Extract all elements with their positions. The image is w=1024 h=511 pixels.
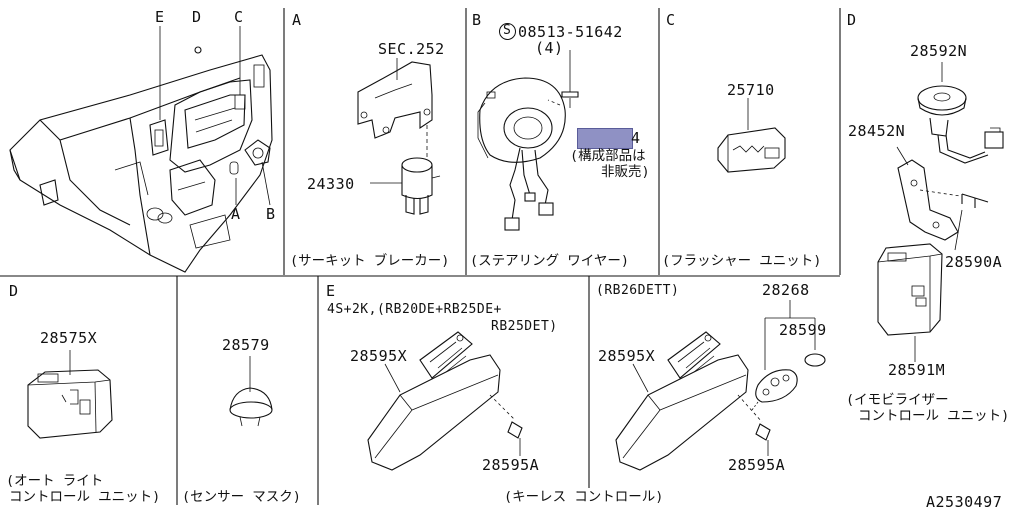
callout-a: A xyxy=(231,205,241,223)
keyless-unit-drawing-left xyxy=(367,331,523,471)
panel-b-letter: B xyxy=(472,11,482,29)
callout-c: C xyxy=(234,8,244,26)
panel-d2-caption-2: コントロール ユニット) xyxy=(9,489,161,505)
keyless-caption: (キーレス コントロール) xyxy=(504,489,664,505)
part-28268: 28268 xyxy=(762,281,810,299)
panel-a-caption: (サーキット ブレーカー) xyxy=(290,253,450,269)
panel-d-caption-2: コントロール ユニット) xyxy=(858,408,1010,424)
part-28595a-left: 28595A xyxy=(482,456,540,474)
part-28452n: 28452N xyxy=(848,122,906,140)
screw-part-number: 08513-51642 xyxy=(518,23,623,41)
part-28575x: 28575X xyxy=(40,329,98,347)
part-25710: 25710 xyxy=(727,81,775,99)
not-sold-note-1: (構成部品は xyxy=(570,148,646,164)
panel-c-letter: C xyxy=(666,11,676,29)
flasher-unit-drawing xyxy=(717,98,786,173)
sensor-caption: (センサー マスク) xyxy=(182,489,301,505)
circuit-breaker-drawing xyxy=(357,58,441,215)
panel-a-ref: SEC.252 xyxy=(378,40,445,58)
keyless-unit-drawing-right xyxy=(615,300,826,471)
panel-e-variant-1: 4S+2K,(RB20DE+RB25DE+ xyxy=(327,302,502,317)
panel-d-letter: D xyxy=(847,11,857,29)
part-28595x-left: 28595X xyxy=(350,347,408,365)
panel-c-caption: (フラッシャー ユニット) xyxy=(662,253,822,269)
part-28592n: 28592N xyxy=(910,42,968,60)
figure-id: A2530497 xyxy=(926,493,1003,511)
screw-symbol: S xyxy=(503,23,512,38)
panel-b-caption: (ステアリング ワイヤー) xyxy=(470,253,629,269)
part-24330: 24330 xyxy=(307,175,355,193)
part-28590a: 28590A xyxy=(945,253,1003,271)
hidden-part-suffix: 4 xyxy=(631,129,641,147)
auto-light-unit-drawing xyxy=(27,350,113,439)
part-28579: 28579 xyxy=(222,336,270,354)
part-28591m: 28591M xyxy=(888,361,946,379)
callout-d: D xyxy=(192,8,202,26)
callout-b: B xyxy=(266,205,276,223)
panel-d2-letter: D xyxy=(9,282,19,300)
panel-grid xyxy=(0,8,841,505)
immobilizer-drawing xyxy=(877,62,1004,362)
not-sold-note-2: 非販売) xyxy=(601,164,650,180)
dashboard-overview-drawing xyxy=(9,26,273,273)
panel-e2-variant: (RB26DETT) xyxy=(596,283,680,298)
callout-e: E xyxy=(155,8,165,26)
sensor-mask-drawing xyxy=(229,356,273,427)
screw-quantity: (4) xyxy=(535,39,564,57)
part-28595x-right: 28595X xyxy=(598,347,656,365)
panel-a-letter: A xyxy=(292,11,302,29)
panel-e-letter: E xyxy=(326,282,336,300)
part-28599: 28599 xyxy=(779,321,827,339)
highlight-marker xyxy=(577,128,633,149)
screw-symbol-circle: S xyxy=(499,23,516,40)
panel-e-variant-2: RB25DET) xyxy=(491,319,558,334)
panel-d-caption-1: (イモビライザー xyxy=(846,392,949,408)
spiral-cable-drawing xyxy=(477,50,579,231)
part-28595a-right: 28595A xyxy=(728,456,786,474)
panel-d2-caption-1: (オート ライト xyxy=(6,473,104,489)
